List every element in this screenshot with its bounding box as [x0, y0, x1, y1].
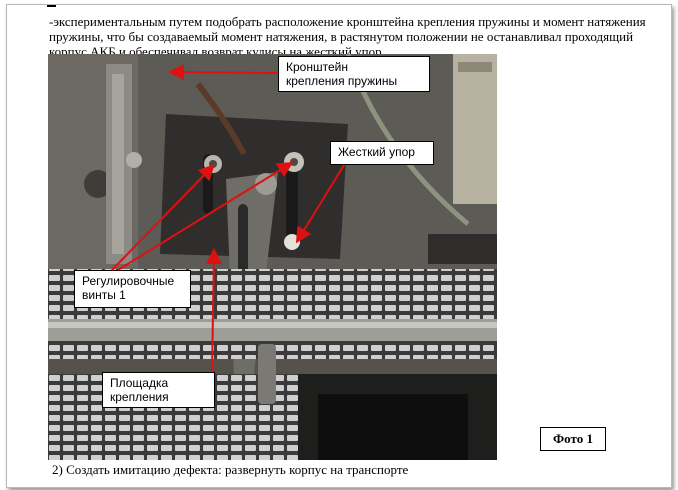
callout-hard-stop: Жесткий упор — [330, 141, 434, 165]
callout-adjust-screws-line2: винты 1 — [82, 288, 126, 302]
callout-adjust-screws: Регулировочные винты 1 — [74, 270, 191, 308]
intro-paragraph: -экспериментальным путем подобрать распо… — [49, 14, 646, 59]
callout-mount-plate: Площадка крепления — [102, 372, 215, 408]
step-2-line: 2) Создать имитацию дефекта: развернуть … — [52, 462, 409, 477]
callout-mount-plate-line1: Площадка — [110, 376, 169, 390]
callout-spring-bracket-line1: Кронштейн — [286, 60, 348, 74]
callout-spring-bracket: Кронштейн крепления пружины — [278, 56, 430, 92]
callout-mount-plate-line2: крепления — [110, 390, 169, 404]
photo-caption: Фото 1 — [540, 427, 606, 451]
text-cursor-mark — [47, 5, 56, 7]
callout-adjust-screws-line1: Регулировочные — [82, 274, 175, 288]
callout-hard-stop-line1: Жесткий упор — [338, 145, 415, 159]
callout-spring-bracket-line2: крепления пружины — [286, 74, 398, 88]
